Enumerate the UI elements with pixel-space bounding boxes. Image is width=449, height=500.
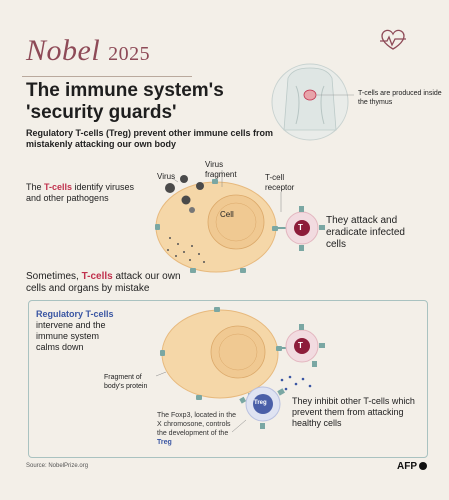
afp-dot-icon (419, 462, 427, 471)
foxp3-text: The Foxp3, located in the X chromosone, … (157, 412, 236, 446)
t-cell-2 (282, 324, 325, 367)
virus-icon (165, 175, 204, 213)
brand-divider (22, 76, 192, 77)
treg-letter: Treg (254, 400, 267, 406)
tcell-intro: The T-cells identify viruses and other p… (26, 182, 135, 203)
attack-text: They attack and eradicate infected cells (326, 215, 405, 250)
treg-intro: Regulatory T-cells intervene and the imm… (36, 309, 114, 352)
inhibition-signals (280, 375, 312, 391)
tcell-receptor-label: T-cell receptor (265, 173, 295, 192)
tcell-letter-2: T (298, 341, 303, 350)
page-subtitle: Regulatory T-cells (Treg) prevent other … (26, 128, 274, 149)
treg-panel (28, 300, 428, 458)
infected-cell (155, 179, 278, 273)
heart-icon (380, 29, 406, 50)
page-title: The immune system's 'security guards' (26, 80, 224, 123)
thymus-body-icon (271, 63, 354, 141)
healthy-cell (160, 307, 282, 400)
thymus-note: T-cells are produced inside the thymus (358, 90, 442, 106)
inhibit-text: They inhibit other T-cells which prevent… (292, 396, 415, 428)
t-cell (276, 206, 325, 251)
mistake-intro: Sometimes, T-cells attack our own cells … (26, 271, 181, 294)
brand-nobel: Nobel 2025 (26, 34, 151, 67)
cell-label: Cell (220, 210, 234, 219)
treg-cell (239, 386, 285, 429)
afp-logo: AFP (397, 461, 427, 472)
virus-label: Virus (157, 172, 176, 181)
source-credit: Source: NobelPrize.org (26, 463, 89, 469)
fragment-label: Fragment of body's protein (104, 374, 148, 390)
tcell-letter: T (298, 223, 303, 232)
virus-fragment-label: Virus fragment (205, 160, 237, 179)
